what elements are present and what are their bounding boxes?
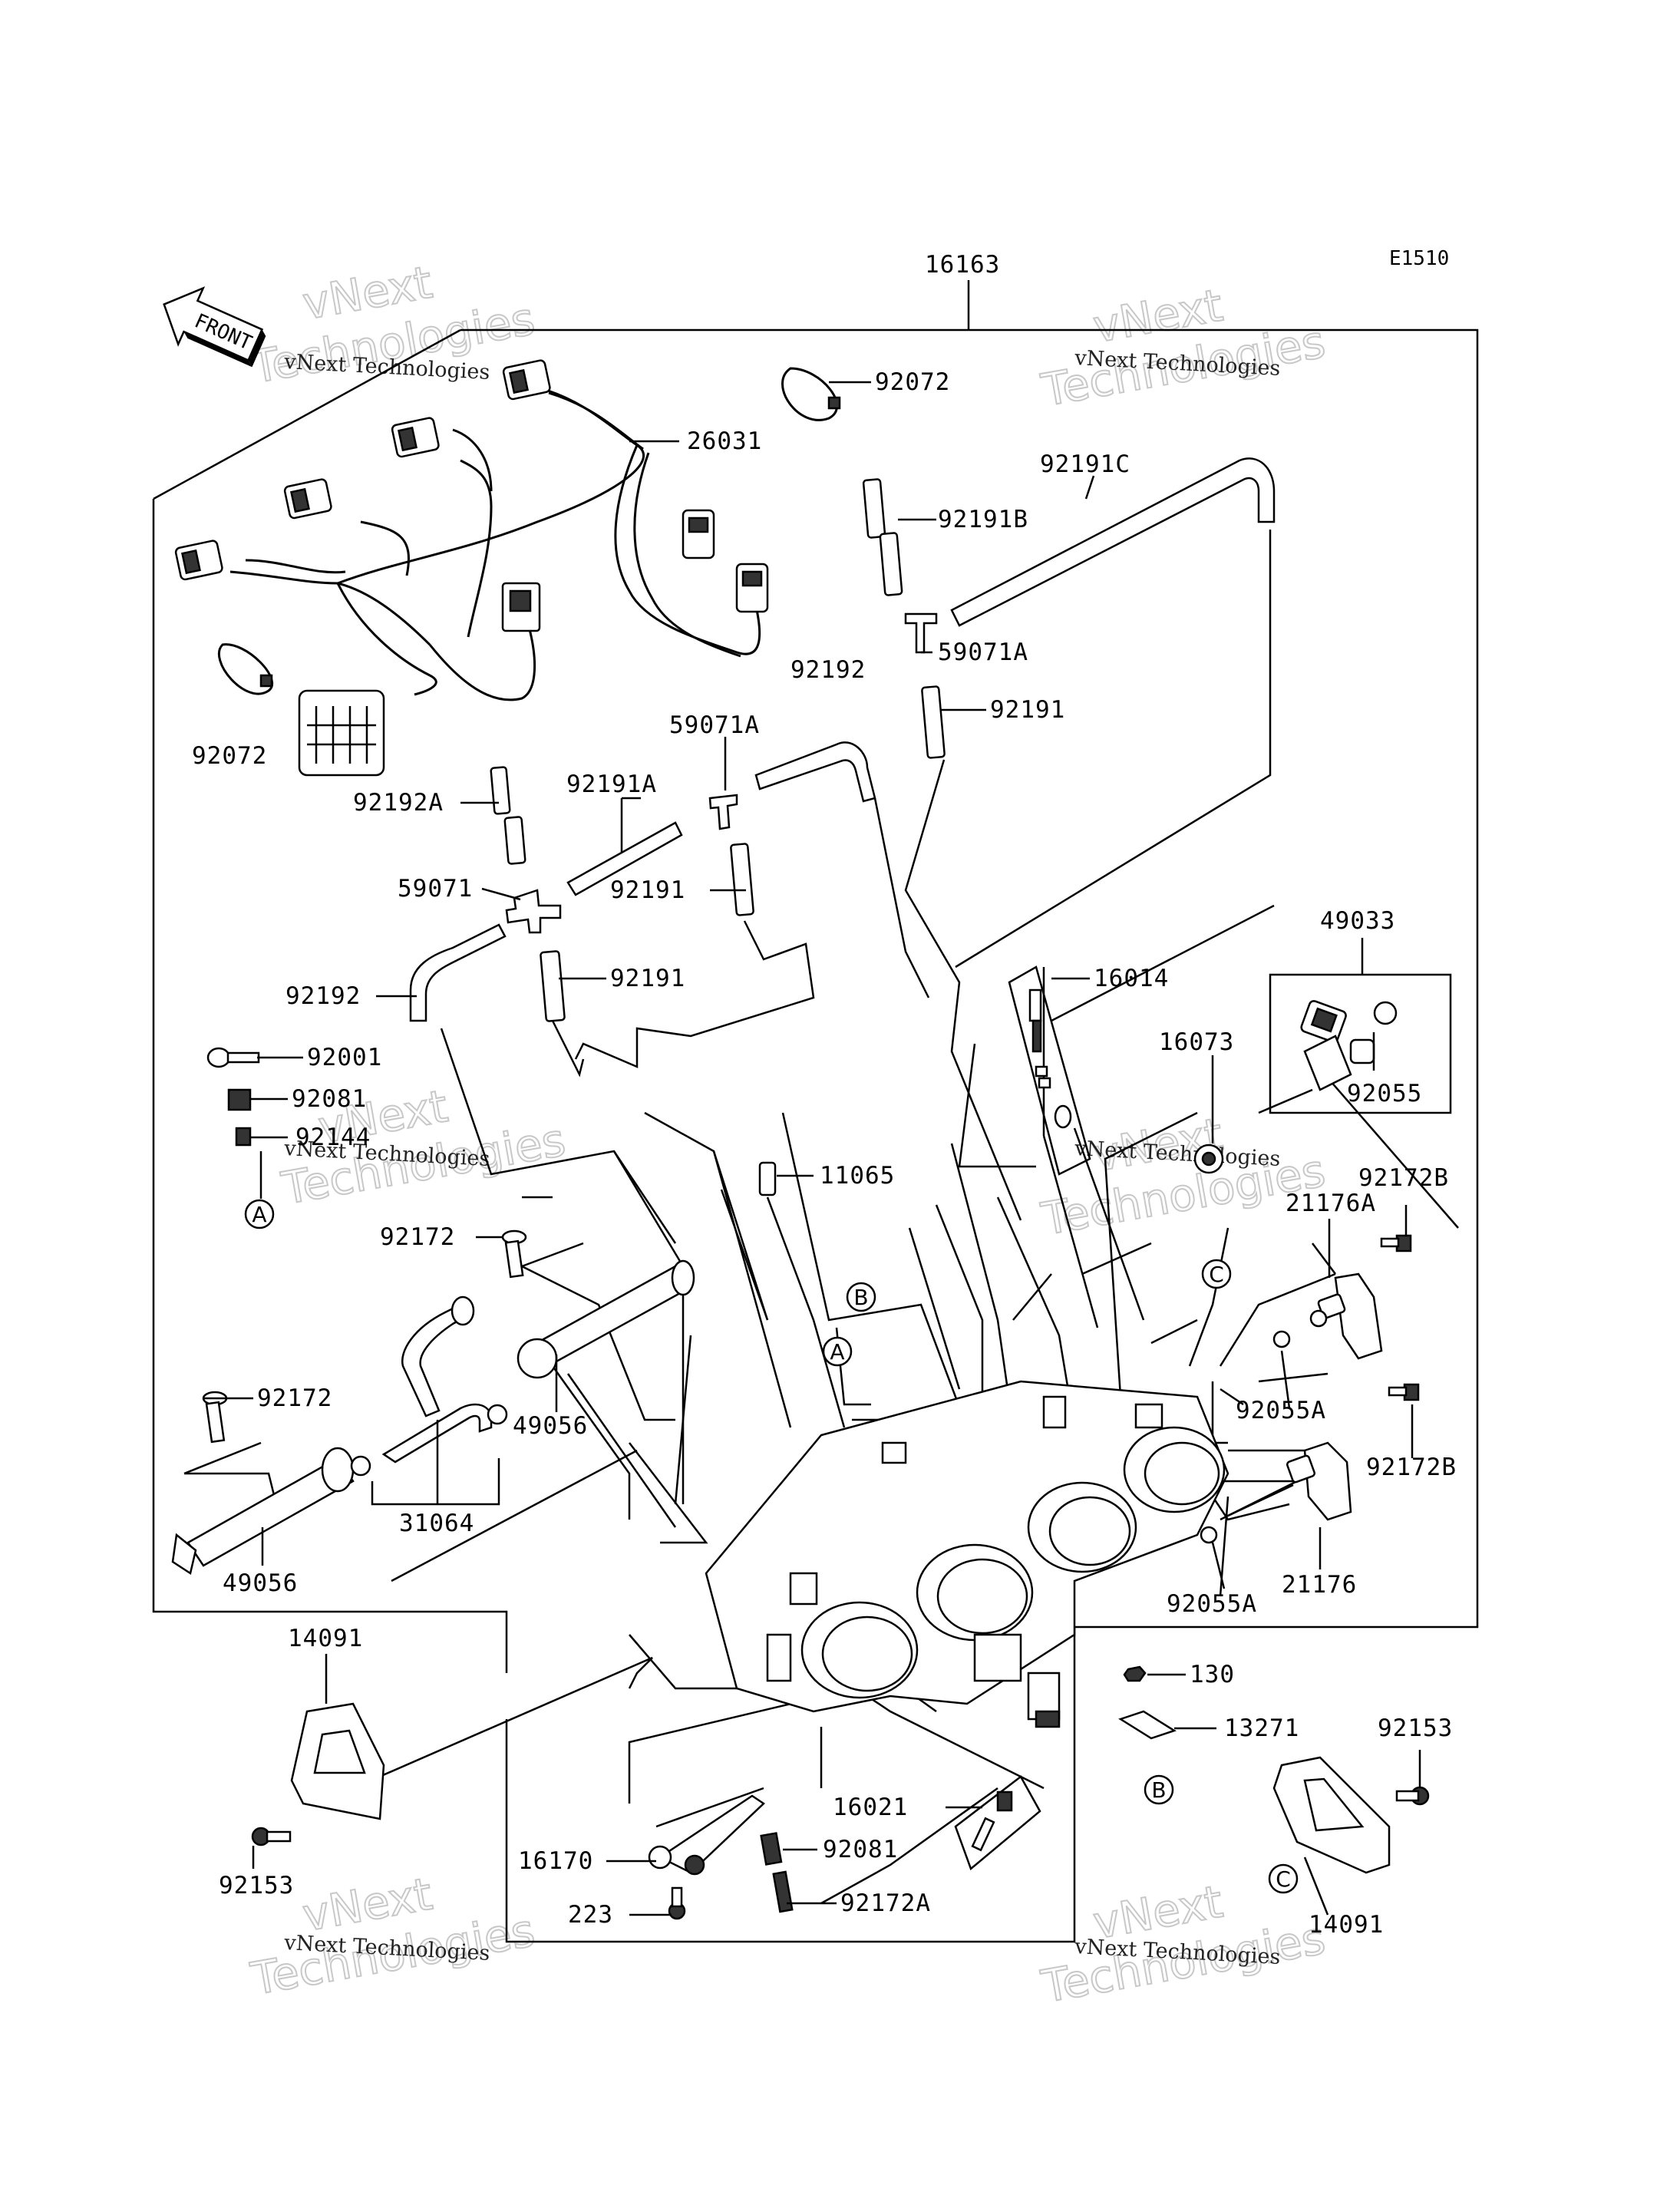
part-label: 92191B [938, 506, 1028, 533]
spring-92144 [235, 1127, 252, 1147]
part-label: 59071A [938, 639, 1028, 666]
ref-circle-c: C [1201, 1259, 1232, 1289]
part-label: 92001 [307, 1044, 382, 1071]
label-leaders [203, 381, 1421, 1916]
screw-92153 [1395, 1786, 1430, 1806]
part-label: 92072 [192, 742, 267, 770]
bolt-130 [1123, 1665, 1147, 1682]
part-label: 14091 [1309, 1911, 1384, 1939]
cable-tie [781, 367, 841, 421]
ref-label: A [830, 1339, 844, 1365]
part-label: 16170 [518, 1847, 593, 1875]
ref-label: A [252, 1202, 266, 1227]
throttle-body [705, 1380, 1229, 1728]
o-ring-92055a [1200, 1526, 1218, 1544]
screw-92172 [202, 1391, 228, 1444]
part-labels: 16163 26031 92072 92191C 92191B 59071A 9… [192, 251, 1457, 1939]
bracket-13271 [1118, 1710, 1177, 1740]
part-label: 21176A [1286, 1190, 1376, 1217]
ref-label: B [1151, 1777, 1166, 1803]
part-label: 13271 [1224, 1715, 1299, 1742]
cable-tie [217, 643, 274, 695]
part-label: 21176 [1282, 1571, 1357, 1599]
screw-92172a [772, 1870, 794, 1913]
ref-circle-b: B [1144, 1774, 1174, 1805]
part-label: 92172B [1358, 1164, 1449, 1192]
screw-92172b [1388, 1383, 1420, 1401]
part-label: 92192A [353, 789, 444, 817]
ref-circle-a: A [244, 1199, 275, 1229]
fuel-rail-49056 [171, 1447, 355, 1576]
wire-harness [174, 359, 769, 777]
ref-circle-a: A [822, 1336, 853, 1367]
ref-label: C [1276, 1866, 1291, 1892]
screw-92153 [251, 1827, 292, 1847]
cover-14091 [290, 1702, 385, 1820]
hoses [409, 457, 1276, 1196]
idle-adjust-16021 [954, 1775, 1041, 1871]
spring-92081 [760, 1832, 783, 1866]
part-label: 92081 [292, 1085, 367, 1113]
part-label: 92055 [1347, 1080, 1422, 1107]
grommet-16073 [1193, 1144, 1224, 1174]
injector-kit-16014 [1008, 965, 1091, 1176]
part-label: 14091 [288, 1625, 363, 1652]
part-label: 59071 [398, 875, 473, 903]
part-label: 92191 [990, 696, 1065, 724]
screw-92172b [1380, 1234, 1412, 1252]
part-label: 92153 [1378, 1715, 1453, 1742]
part-label: 92172B [1366, 1454, 1457, 1481]
part-label: 130 [1190, 1661, 1235, 1688]
part-label: 92192 [790, 656, 866, 684]
part-label: 92172 [380, 1223, 455, 1251]
part-label: 92191C [1040, 450, 1130, 478]
part-label: 49033 [1320, 907, 1395, 935]
spring-92081 [227, 1088, 252, 1111]
part-label: 11065 [820, 1162, 895, 1190]
part-label: 92191 [610, 965, 685, 992]
part-label: 26031 [687, 427, 762, 455]
part-label: 92055A [1167, 1590, 1257, 1618]
part-label: 16073 [1159, 1028, 1234, 1056]
part-label: 92172A [840, 1889, 931, 1917]
part-label: 92072 [875, 368, 950, 396]
part-label: 92191 [610, 876, 685, 904]
part-label: 92055A [1236, 1397, 1326, 1424]
part-label: 49056 [223, 1569, 298, 1597]
part-label: 92191A [566, 771, 657, 798]
part-label: 16014 [1094, 965, 1169, 992]
ref-label: C [1209, 1262, 1224, 1287]
part-label: 92144 [295, 1124, 371, 1151]
ref-circle-b: B [846, 1282, 876, 1312]
diagram-code: E1510 [1389, 247, 1449, 270]
part-label: 16163 [925, 251, 1000, 279]
screw-92172 [501, 1229, 527, 1279]
screw-223 [668, 1886, 686, 1920]
part-label: 49056 [513, 1412, 588, 1440]
ref-label: B [853, 1285, 868, 1310]
link-16170 [648, 1787, 765, 1876]
part-label: 92192 [286, 982, 361, 1010]
sensor-21176 [1227, 1441, 1352, 1521]
fuel-pipe-31064 [350, 1295, 508, 1477]
screw-92001 [206, 1047, 260, 1068]
sensor-21176a [1309, 1272, 1383, 1360]
part-label: 223 [568, 1901, 613, 1929]
part-label: 92081 [823, 1836, 898, 1863]
part-label: 16021 [833, 1794, 908, 1821]
part-label: 92172 [257, 1384, 332, 1412]
cover-14091 [1272, 1756, 1391, 1874]
ref-circle-c: C [1268, 1863, 1299, 1894]
part-label: 31064 [399, 1510, 474, 1537]
part-label: 92153 [219, 1872, 294, 1899]
fuel-rail-49056 [517, 1259, 695, 1379]
part-label: 59071A [669, 711, 760, 739]
o-ring-92055a [1272, 1330, 1291, 1348]
sensor-kit-49033 [1269, 973, 1452, 1114]
